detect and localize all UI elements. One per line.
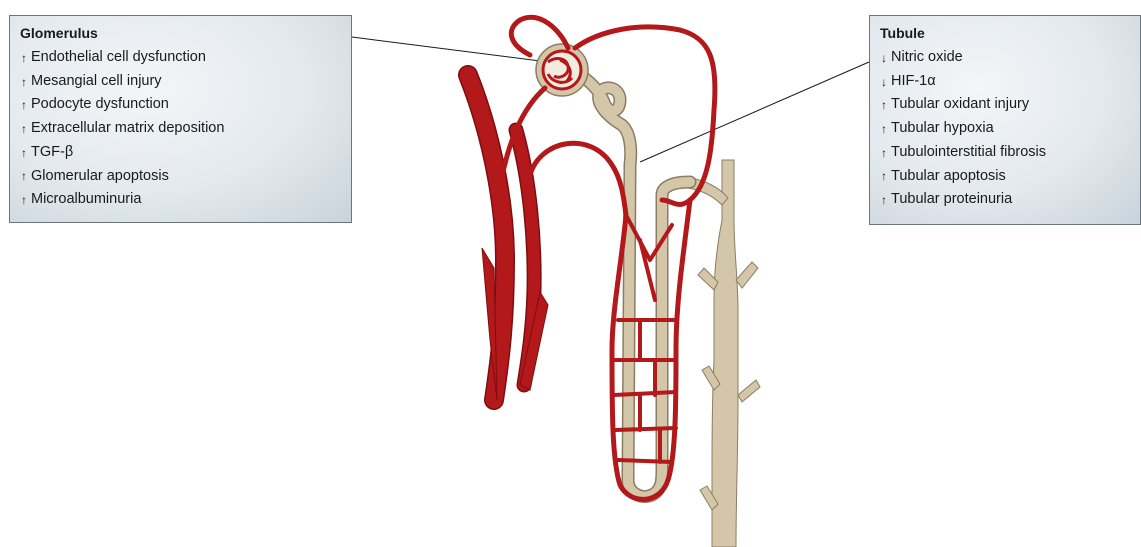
tubule-item: ↓HIF-1α xyxy=(880,70,1130,94)
tubule-item-label: HIF-1α xyxy=(891,70,936,94)
glomerulus-item-label: Podocyte dysfunction xyxy=(31,93,169,117)
tubule-item: ↑Tubular apoptosis xyxy=(880,165,1130,189)
tubule-info-box: Tubule ↓Nitric oxide ↓HIF-1α ↑Tubular ox… xyxy=(869,15,1141,225)
tubule-title: Tubule xyxy=(880,24,1130,42)
tubule-item: ↑Tubulointerstitial fibrosis xyxy=(880,141,1130,165)
tubule-item-label: Tubular oxidant injury xyxy=(891,93,1029,117)
tubule-item: ↑Tubular hypoxia xyxy=(880,117,1130,141)
tubule-item: ↑Tubular proteinuria xyxy=(880,188,1130,212)
glomerulus-item-label: Glomerular apoptosis xyxy=(31,165,169,189)
down-arrow-icon: ↓ xyxy=(880,76,888,88)
tubule-item-label: Tubular proteinuria xyxy=(891,188,1012,212)
up-arrow-icon: ↑ xyxy=(880,170,888,182)
up-arrow-icon: ↑ xyxy=(20,194,28,206)
up-arrow-icon: ↑ xyxy=(880,99,888,111)
up-arrow-icon: ↑ xyxy=(880,194,888,206)
glomerulus-item: ↑TGF-β xyxy=(20,141,341,165)
tubule-item-label: Tubular hypoxia xyxy=(891,117,994,141)
down-arrow-icon: ↓ xyxy=(880,52,888,64)
glomerulus-item-label: Microalbuminuria xyxy=(31,188,141,212)
up-arrow-icon: ↑ xyxy=(20,170,28,182)
glomerulus-item: ↑Mesangial cell injury xyxy=(20,70,341,94)
up-arrow-icon: ↑ xyxy=(20,99,28,111)
glomerulus-item-label: Extracellular matrix deposition xyxy=(31,117,224,141)
tubule-item: ↓Nitric oxide xyxy=(880,46,1130,70)
up-arrow-icon: ↑ xyxy=(20,52,28,64)
tubule-item: ↑Tubular oxidant injury xyxy=(880,93,1130,117)
glomerulus-item-label: Mesangial cell injury xyxy=(31,70,162,94)
up-arrow-icon: ↑ xyxy=(880,123,888,135)
tubule-item-label: Tubular apoptosis xyxy=(891,165,1006,189)
glomerulus-item: ↑Microalbuminuria xyxy=(20,188,341,212)
glomerulus-item-label: TGF-β xyxy=(31,141,73,165)
tubule-leader-line xyxy=(640,62,869,162)
glomerulus-item: ↑Glomerular apoptosis xyxy=(20,165,341,189)
glomerulus-title: Glomerulus xyxy=(20,24,341,42)
up-arrow-icon: ↑ xyxy=(20,147,28,159)
up-arrow-icon: ↑ xyxy=(880,147,888,159)
glomerulus-item: ↑Extracellular matrix deposition xyxy=(20,117,341,141)
glomerulus-item: ↑Podocyte dysfunction xyxy=(20,93,341,117)
up-arrow-icon: ↑ xyxy=(20,123,28,135)
tubule-item-label: Nitric oxide xyxy=(891,46,963,70)
glomerulus-item-label: Endothelial cell dysfunction xyxy=(31,46,206,70)
glomerulus-item: ↑Endothelial cell dysfunction xyxy=(20,46,341,70)
tubule-item-label: Tubulointerstitial fibrosis xyxy=(891,141,1046,165)
up-arrow-icon: ↑ xyxy=(20,76,28,88)
collecting-duct xyxy=(688,160,760,547)
glomerulus-info-box: Glomerulus ↑Endothelial cell dysfunction… xyxy=(9,15,352,223)
